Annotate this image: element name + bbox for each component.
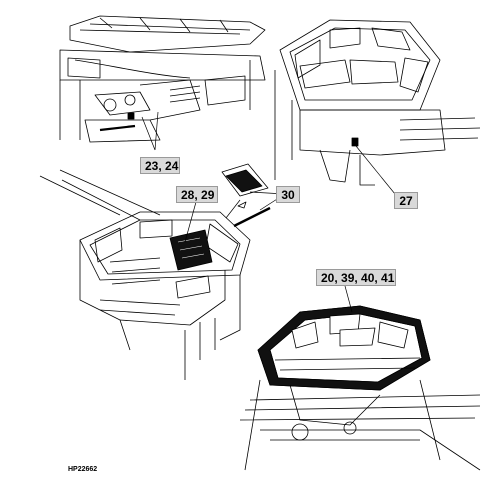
view-top-right: [274, 19, 481, 195]
view-middle-left: [39, 169, 251, 380]
callout-30: 30: [276, 186, 300, 203]
view-top-left: [59, 15, 266, 151]
callout-27: 27: [394, 192, 418, 209]
view-bottom-right: [239, 285, 481, 471]
figure-reference: HP22662: [68, 466, 98, 473]
parts-group-30: [221, 163, 286, 228]
callout-23-24: 23, 24: [140, 157, 180, 174]
callout-28-29: 28, 29: [176, 186, 218, 203]
callout-20-39-40-41: 20, 39, 40, 41: [316, 269, 396, 286]
